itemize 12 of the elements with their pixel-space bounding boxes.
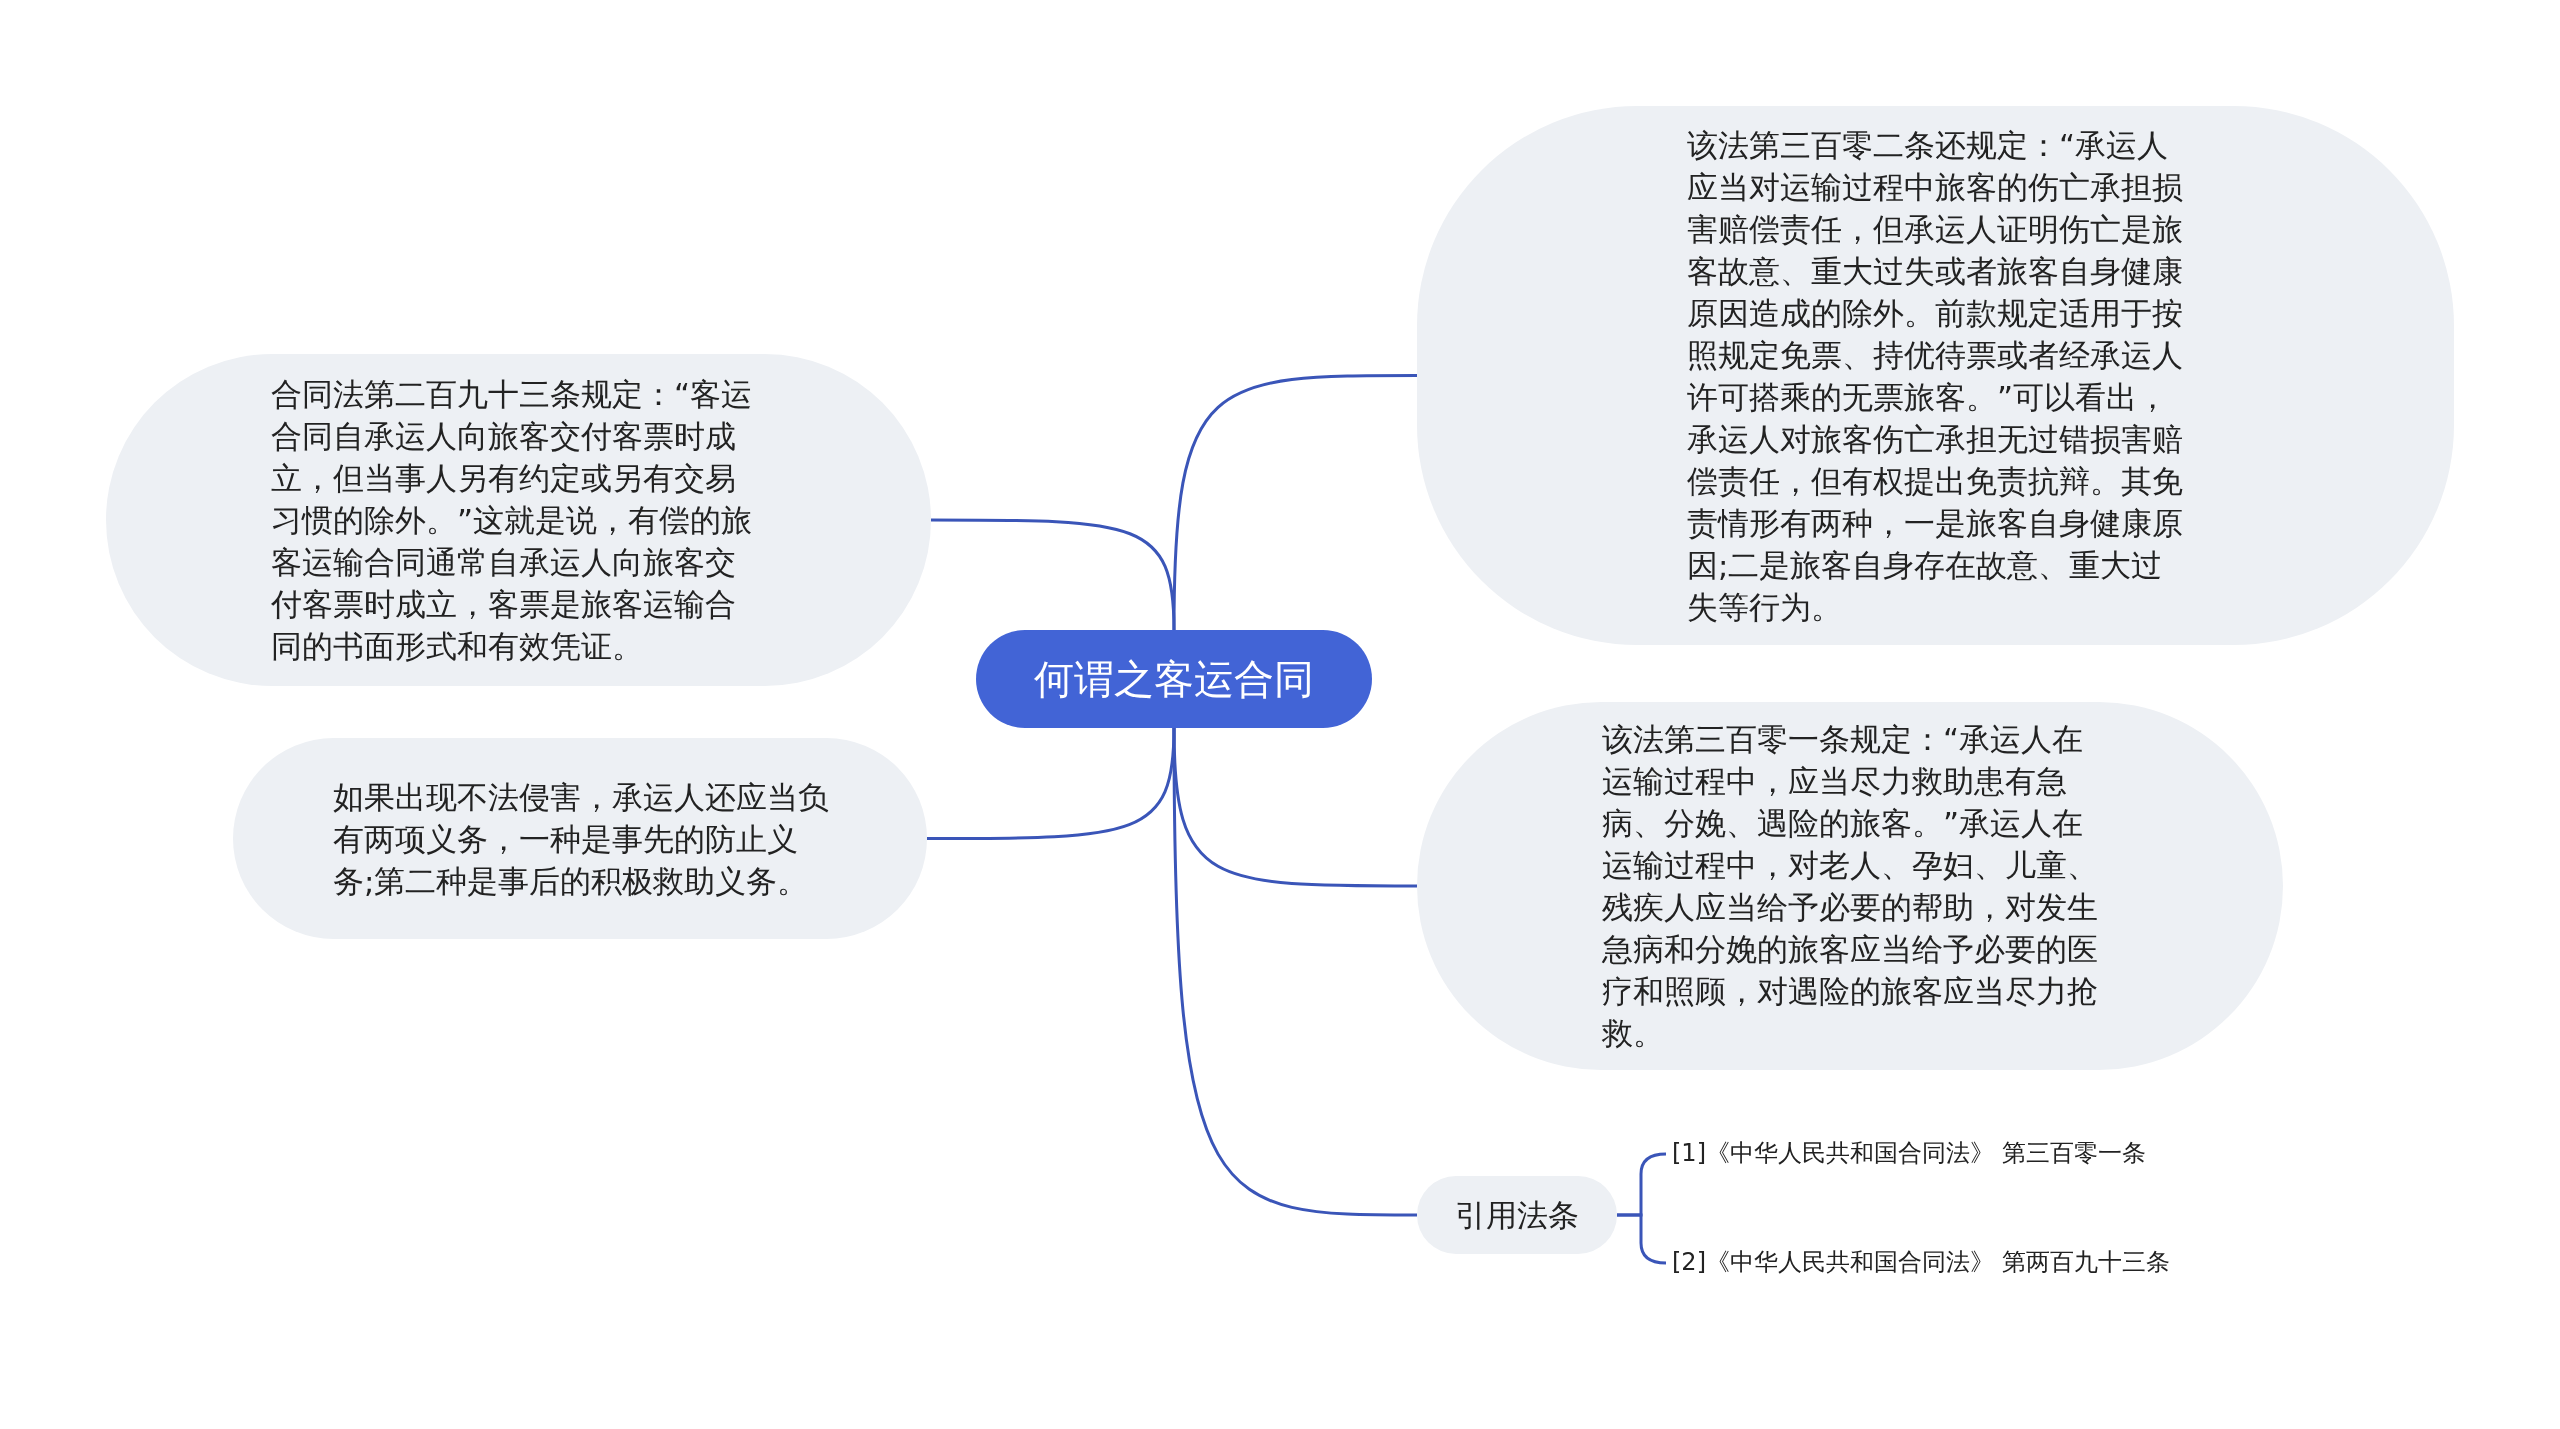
connector bbox=[1172, 374, 1417, 631]
connector bbox=[1617, 1213, 1667, 1265]
reference-text: [1]《中华人民共和国合同法》 第三百零一条 bbox=[1672, 1136, 2212, 1170]
reference-text: [2]《中华人民共和国合同法》 第两百九十三条 bbox=[1672, 1245, 2212, 1279]
central-topic: 何谓之客运合同 bbox=[976, 630, 1372, 728]
connector bbox=[1172, 728, 1417, 1217]
subtopic-pill: 引用法条 bbox=[1417, 1176, 1617, 1254]
topic-text: 该法第三百零二条还规定：“承运人应当对运输过程中旅客的伤亡承担损害赔偿责任，但承运人证明伤亡是旅客故意、重大过失或者旅客自身健康原因造成的除外。前款规定适用于按照规定免票、持优待票或者经承运人许可搭乘的无票旅客。”可以看出，承运人对旅客伤亡承担无过错损害赔偿责任，但有权提出免责抗辩。其免责情形有两种，一是旅客自身健康原因;二是旅客自身存在故意、重大过失等行为。 bbox=[1687, 125, 2184, 627]
topic-text: 该法第三百零一条规定：“承运人在运输过程中，应当尽力救助患有急病、分娩、遇险的旅客。”承运人在运输过程中，对老人、孕妇、儿童、残疾人应当给予必要的帮助，对发生急病和分娩的旅客应当给予必要的医疗和照顾，对遇险的旅客应当尽力抢救。 bbox=[1602, 720, 2099, 1053]
topic-text: 如果出现不法侵害，承运人还应当负有两项义务，一种是事先的防止义务;第二种是事后的积极救助义务。 bbox=[333, 777, 830, 901]
topic-text: 合同法第二百九十三条规定：“客运合同自承运人向旅客交付客票时成立，但当事人另有约定或另有交易习惯的除外。”这就是说，有偿的旅客运输合同通常自承运人向旅客交付客票时成立，客票是旅客运输合同的书面形式和有效凭证。 bbox=[271, 375, 754, 666]
connector bbox=[927, 727, 1176, 840]
